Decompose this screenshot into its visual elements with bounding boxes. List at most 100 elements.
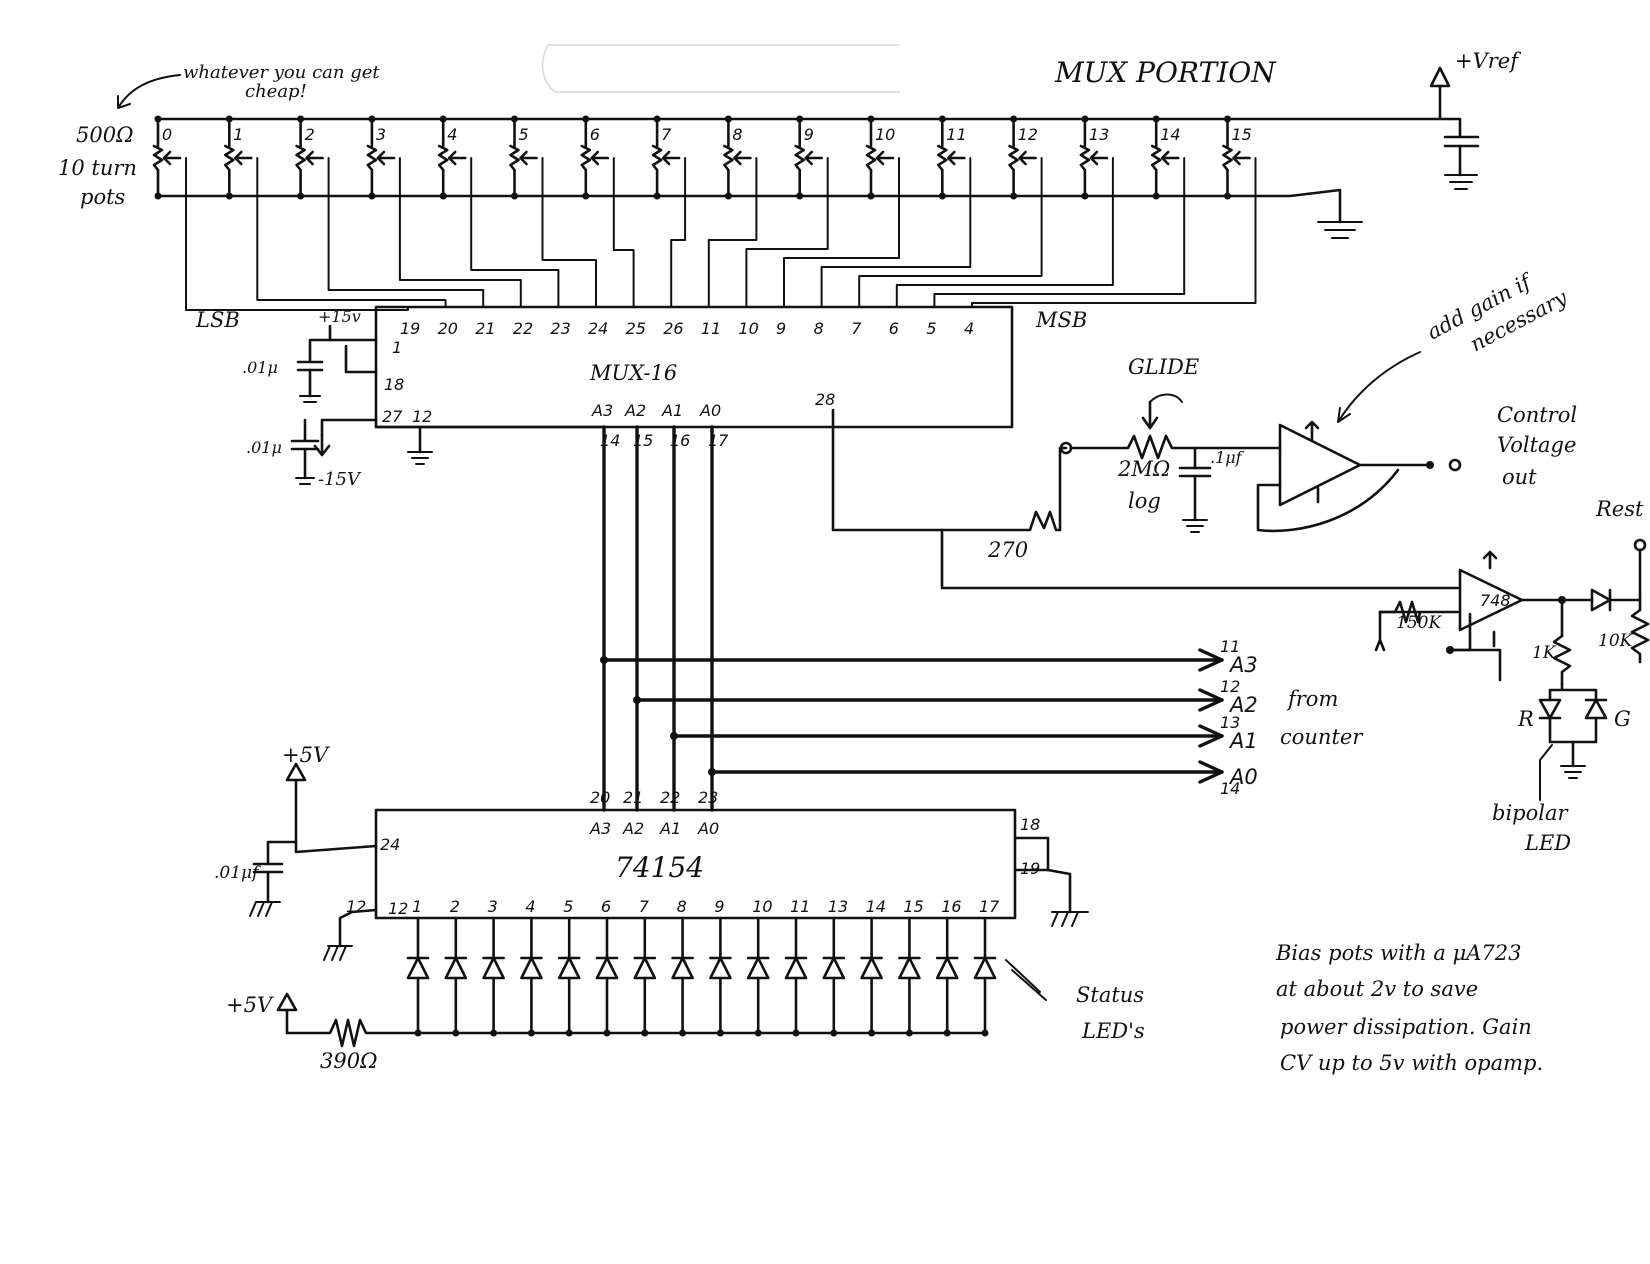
status-led-4: 4 (520, 897, 543, 1037)
pot-note-line-2: cheap! (245, 81, 307, 102)
mux-addr-label-A2: A2 (624, 401, 646, 420)
decoder-addr-pin-20: 20 (590, 788, 610, 807)
decoder-addr-pin-23: 23 (698, 788, 718, 807)
decoder-output-pin-6: 6 (601, 897, 611, 916)
status-led-2-symbol (444, 956, 468, 980)
wiper-wire-1 (256, 157, 447, 308)
pot-13: 13 (1079, 115, 1109, 200)
pot-3: 3 (366, 115, 396, 200)
msb-label: MSB (1035, 308, 1087, 332)
scan-smudge (541, 44, 900, 93)
status-leds-line-1: Status (1076, 983, 1144, 1007)
decoder-addr-label-A0: A0 (697, 819, 719, 838)
pot-11-body (937, 144, 948, 172)
glide-pot-taper: log (1128, 489, 1161, 513)
wiper-wire-13 (895, 157, 1114, 308)
pot-15-wiper (1232, 150, 1251, 166)
pot-8-number: 8 (732, 125, 742, 144)
decoder-output-pin-7: 7 (639, 897, 650, 916)
bipolar-led-line-2: LED (1524, 831, 1571, 855)
pot-6-wiper (590, 150, 610, 166)
mux-input-pin-21: 21 (475, 319, 495, 338)
pot-12-number: 12 (1018, 125, 1038, 144)
mux-16-chip (374, 305, 1014, 429)
pot-13-number: 13 (1089, 125, 1109, 144)
bus-label-A0: A0 (1228, 765, 1258, 789)
wiper-wire-7 (670, 157, 687, 308)
pot-0-wiper (162, 150, 182, 166)
status-led-14-symbol (860, 956, 883, 980)
pot-3-body (366, 144, 378, 172)
mux-input-pin-24: 24 (588, 319, 608, 338)
wiper-wire-14 (933, 157, 1186, 308)
bias-note-line-2: at about 2v to save (1276, 977, 1478, 1001)
mux-input-pin-20: 20 (438, 319, 458, 338)
pot-15-number: 15 (1232, 125, 1252, 144)
decoder-output-pin-1: 1 (412, 897, 422, 916)
wiper-wire-11 (820, 157, 972, 308)
bus-pin-13: 13 (1220, 713, 1240, 732)
pot-2-number: 2 (305, 125, 315, 144)
status-leds-line-2: LED's (1081, 1019, 1145, 1043)
mux-pin-12: 12 (412, 407, 432, 426)
pot-10-number: 10 (875, 125, 895, 144)
pot-5-wiper (519, 150, 538, 166)
status-led-10: 10 (746, 897, 773, 1037)
rest-detector-circuit (940, 528, 1650, 779)
decoder-output-pin-14: 14 (866, 897, 886, 916)
mux-cap-bottom: .01μ (246, 438, 282, 457)
pot-6-number: 6 (590, 125, 600, 144)
pot-1-number: 1 (233, 125, 243, 144)
cv-out-line-3: out (1502, 465, 1537, 489)
led-light-rays (1005, 959, 1047, 1001)
decoder-output-pin-10: 10 (752, 897, 772, 916)
decoder-addr-label-A2: A2 (622, 819, 644, 838)
pot-7-number: 7 (661, 125, 672, 144)
decoder-output-pin-4: 4 (525, 897, 535, 916)
wiper-wire-15 (971, 157, 1257, 308)
page-title: MUX PORTION (1054, 56, 1277, 89)
pot-2-wiper (305, 150, 324, 166)
pot-4-number: 4 (447, 125, 457, 144)
pot-11-wiper (947, 150, 966, 166)
cv-out-line-1: Control (1497, 403, 1577, 427)
bus-arrow-1 (1198, 688, 1224, 712)
glide-cap-value: .1μf (1210, 448, 1245, 467)
pot-14: 14 (1150, 115, 1181, 200)
wiper-wiring (185, 157, 1257, 311)
mux-supply-wiring (290, 324, 433, 485)
wiper-wire-0 (185, 157, 409, 311)
status-led-7: 7 (633, 897, 657, 1037)
pot-4-body (437, 144, 449, 172)
bus-pin-11: 11 (1220, 637, 1240, 656)
pot-9: 9 (794, 115, 823, 200)
bias-note-line-3: power dissipation. Gain (1280, 1015, 1532, 1039)
decoder-cap: .01μf (214, 863, 261, 883)
mux-input-pin-22: 22 (513, 319, 533, 338)
pot-2: 2 (295, 115, 324, 200)
pot-5-body (509, 144, 520, 172)
status-led-2: 2 (444, 897, 468, 1037)
rest-bias-resistor: 150K (1396, 613, 1442, 633)
mux-pin-27: 27 (382, 407, 403, 426)
decoder-output-pin-5: 5 (563, 897, 573, 916)
pot-13-wiper (1089, 150, 1109, 166)
pot-1-wiper (234, 150, 253, 166)
pot-14-body (1150, 144, 1162, 172)
rest-opamp-label: 748 (1480, 591, 1511, 610)
pot-11-number: 11 (946, 125, 966, 144)
pot-spec-turns: 10 turn (58, 156, 137, 180)
bus-arrow-2 (1198, 724, 1224, 748)
decoder-gnd-pin-left: 12 (346, 897, 366, 916)
decoder-output-pin-2: 2 (450, 897, 460, 916)
bus-arrow-3 (1198, 760, 1224, 784)
mux-addr-label-A0: A0 (699, 401, 721, 420)
mux-input-pin-19: 19 (400, 319, 420, 338)
wiper-wire-5 (541, 157, 597, 308)
pot-14-wiper (1160, 150, 1180, 166)
bus-pin-12: 12 (1220, 677, 1240, 696)
pot-0: 0 (152, 115, 182, 200)
decoder-74154-chip (374, 808, 1017, 920)
